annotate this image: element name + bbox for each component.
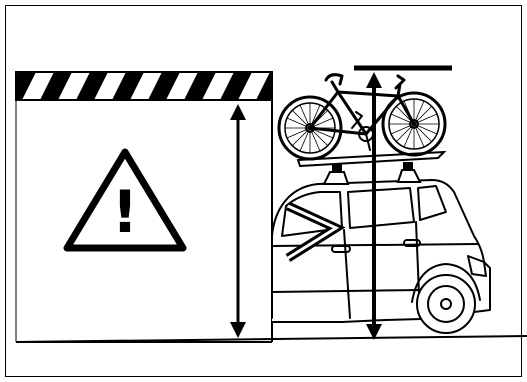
warning-exclamation: ! bbox=[112, 178, 138, 246]
car-icon bbox=[272, 180, 490, 333]
warning-triangle-icon: ! bbox=[67, 152, 183, 248]
bicycle-icon bbox=[279, 75, 445, 159]
height-arrow-icon bbox=[230, 104, 246, 338]
